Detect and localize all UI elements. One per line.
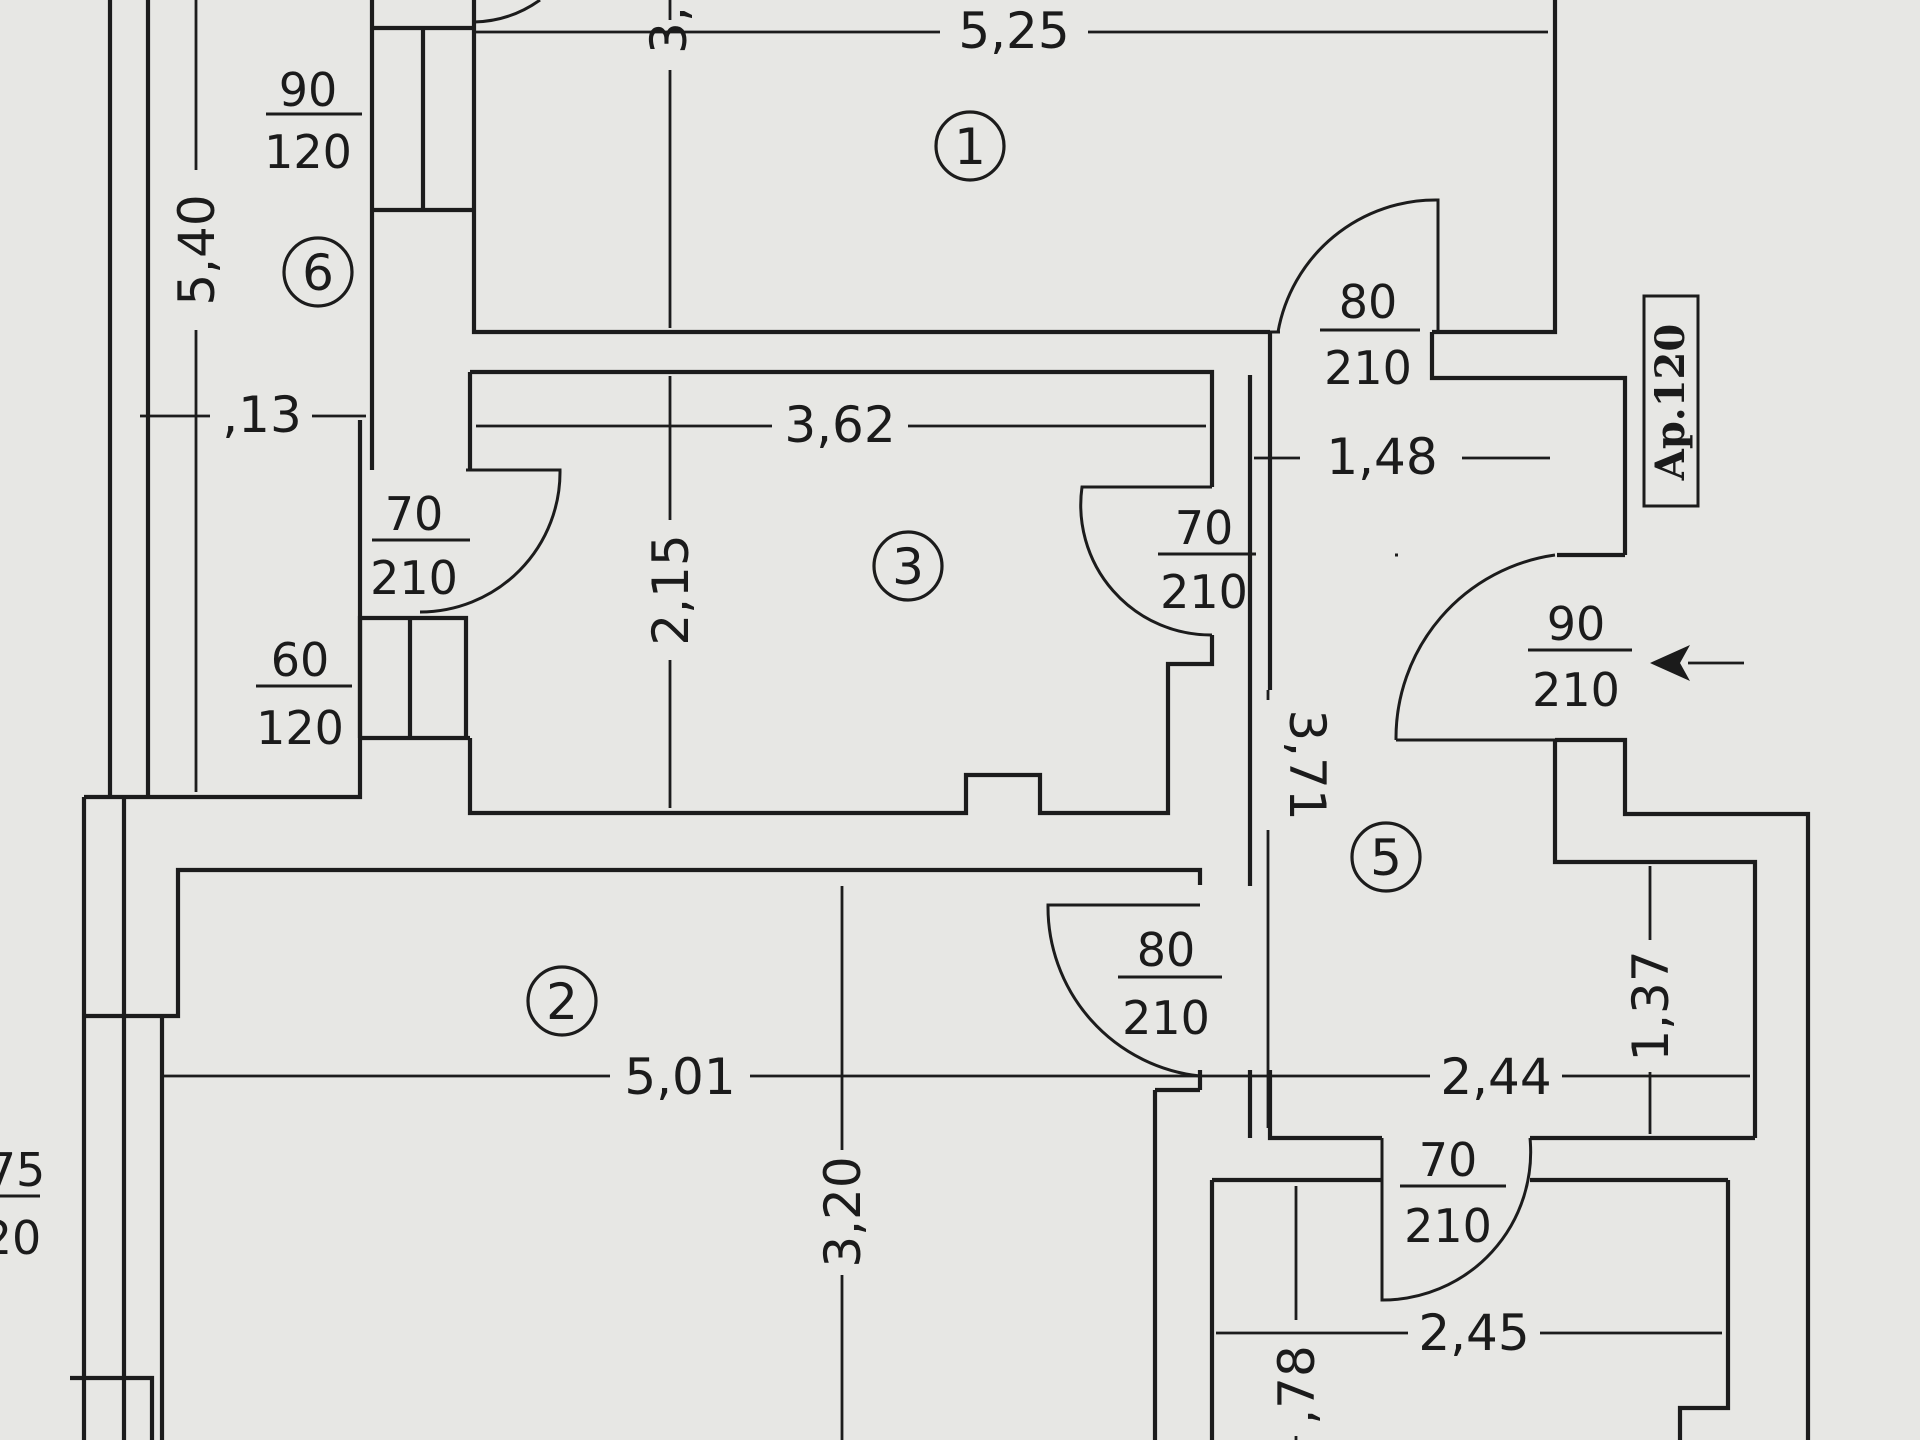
- svg-text:80: 80: [1137, 923, 1196, 977]
- dim-3-71: 3,71: [1278, 709, 1336, 820]
- svg-text:1: 1: [954, 118, 986, 176]
- svg-text:80: 80: [1339, 275, 1398, 329]
- svg-text:70: 70: [1175, 501, 1234, 555]
- dim-3-20: 3,20: [814, 1156, 872, 1267]
- room-number-1: 1: [934, 110, 1006, 182]
- svg-text:3: 3: [892, 538, 924, 596]
- svg-text:60: 60: [271, 633, 330, 687]
- svg-text:90: 90: [279, 63, 338, 117]
- door-80-210-lower-label: 80 210: [1118, 923, 1222, 1045]
- svg-text:210: 210: [370, 551, 458, 605]
- svg-text:90: 90: [1547, 597, 1606, 651]
- svg-text:210: 210: [1324, 341, 1412, 395]
- dim-2-44: 2,44: [1440, 1048, 1551, 1106]
- dim-1-48: 1,48: [1326, 428, 1437, 486]
- door-70-210-mid-label: 70 210: [1158, 501, 1256, 619]
- svg-text:210: 210: [1404, 1199, 1492, 1253]
- svg-text:210: 210: [1122, 991, 1210, 1045]
- dim-78: ,78: [1268, 1345, 1326, 1425]
- door-70-210-left-label: 70 210: [370, 487, 470, 605]
- svg-text:Ap.120: Ap.120: [1647, 324, 1694, 481]
- svg-text:210: 210: [1532, 663, 1620, 717]
- room-number-2: 2: [526, 965, 598, 1037]
- svg-text:120: 120: [264, 125, 352, 179]
- dim-2-15: 2,15: [642, 534, 700, 645]
- dim-2-45: 2,45: [1418, 1304, 1529, 1362]
- dim-5-25: 5,25: [958, 2, 1069, 60]
- dim-3-62: 3,62: [784, 396, 895, 454]
- door-swings: [419, 0, 1556, 1302]
- svg-text:70: 70: [1419, 1133, 1478, 1187]
- svg-text:210: 210: [1160, 565, 1248, 619]
- svg-text:70: 70: [385, 487, 444, 541]
- dimension-lines: [140, 0, 1750, 1440]
- door-90-210-entrance-label: 90 210: [1528, 597, 1632, 717]
- room-number-6: 6: [282, 236, 354, 308]
- svg-text:20: 20: [0, 1211, 41, 1265]
- room-number-5: 5: [1350, 821, 1422, 893]
- svg-text:5: 5: [1370, 829, 1402, 887]
- door-70-210-bottom-label: 70 210: [1400, 1133, 1506, 1253]
- dim-5-01: 5,01: [624, 1048, 735, 1106]
- dim-1-37: 1,37: [1622, 950, 1680, 1061]
- dim-3-top: 3,: [640, 6, 698, 54]
- svg-text:120: 120: [256, 701, 344, 755]
- entrance-arrow: [1650, 645, 1744, 681]
- dim-5-40: 5,40: [168, 194, 226, 305]
- svg-text:75: 75: [0, 1143, 45, 1197]
- door-80-210-top-label: 80 210: [1320, 275, 1420, 395]
- dim-1-13: ,13: [222, 386, 302, 444]
- svg-text:2: 2: [546, 973, 578, 1031]
- walls: [70, 0, 1811, 1440]
- apartment-label: Ap.120: [1642, 294, 1700, 508]
- svg-text:6: 6: [302, 244, 334, 302]
- window-90-120-label: 90 120: [264, 63, 362, 179]
- room-number-3: 3: [872, 530, 944, 602]
- window-60-120-label: 60 120: [256, 633, 352, 755]
- window-partial-left-label: 75 20: [0, 1143, 45, 1265]
